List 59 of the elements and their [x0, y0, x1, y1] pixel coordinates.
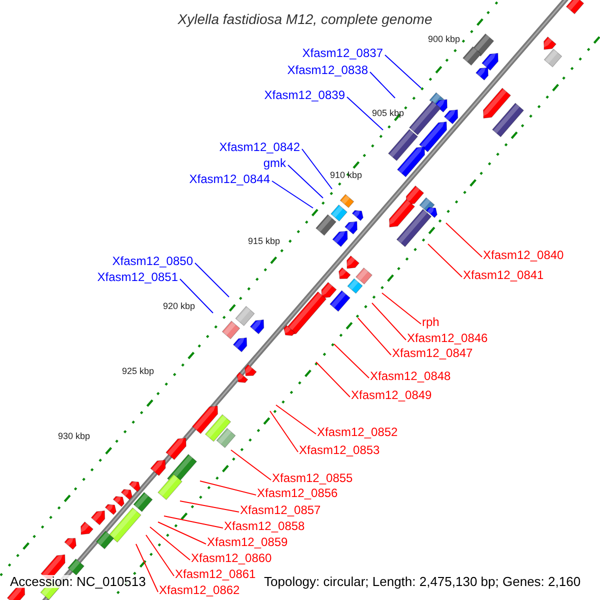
gene-label: Xfasm12_0842: [219, 141, 300, 153]
gene-label: Xfasm12_0840: [483, 249, 564, 261]
scale-label: 905 kbp: [372, 109, 404, 118]
gene-label: Xfasm12_0846: [407, 332, 488, 344]
gene-label: Xfasm12_0850: [112, 255, 193, 267]
gene-label: Xfasm12_0852: [317, 426, 398, 438]
leader-line: [164, 516, 224, 528]
gene-label: Xfasm12_0837: [302, 47, 383, 59]
scale-label: 920 kbp: [163, 302, 196, 311]
leader-line: [200, 480, 256, 496]
scale-label: 925 kbp: [122, 367, 154, 376]
gene-label: Xfasm12_0839: [264, 89, 345, 101]
gene-label: Xfasm12_0847: [392, 347, 473, 359]
gene-label: Xfasm12_0858: [224, 520, 305, 532]
leader-line: [302, 148, 332, 190]
gene-label: Xfasm12_0851: [97, 271, 178, 283]
gene-label: Xfasm12_0859: [207, 536, 288, 548]
gene-label: Xfasm12_0856: [257, 487, 338, 499]
gene-label: Xfasm12_0855: [272, 472, 353, 484]
leader-line: [316, 362, 350, 398]
gene-label: gmk: [263, 157, 286, 169]
scale-label: 915 kbp: [248, 237, 280, 246]
leader-line: [270, 410, 298, 452]
scale-label: 930 kbp: [58, 432, 90, 441]
gene-label: Xfasm12_0849: [351, 389, 432, 401]
leader-line: [150, 526, 190, 560]
leader-line: [446, 222, 482, 258]
info-text: Topology: circular; Length: 2,475,130 bp; Genes: 2,160: [262, 575, 583, 588]
leader-line: [180, 500, 240, 512]
leader-line: [382, 292, 422, 324]
leader-line: [288, 164, 324, 198]
leader-line: [334, 344, 370, 378]
gene-label: Xfasm12_0838: [287, 64, 368, 76]
gene-label: Xfasm12_0848: [370, 370, 451, 382]
leader-line: [194, 262, 230, 298]
scale-label: 910 kbp: [330, 171, 362, 180]
gene-label: Xfasm12_0841: [463, 269, 544, 281]
gene-label: Xfasm12_0857: [240, 504, 321, 516]
leader-line: [158, 522, 206, 544]
leader-line: [372, 302, 406, 340]
gene-label: Xfasm12_0861: [175, 568, 256, 580]
gene-label: Xfasm12_0844: [189, 173, 270, 185]
scale-label: 900 kbp: [428, 35, 460, 44]
gene-label: Xfasm12_0862: [159, 584, 240, 596]
gene-label: rph: [422, 316, 440, 328]
diagram-title: Xylella fastidiosa M12, complete genome: [176, 10, 434, 29]
gene-label: Xfasm12_0853: [299, 444, 380, 456]
leader-line: [358, 318, 392, 356]
leader-line: [180, 278, 214, 314]
leader-line: [370, 72, 396, 98]
leader-line: [136, 544, 158, 592]
leader-line: [272, 180, 314, 208]
leader-line: [230, 450, 272, 480]
leader-line: [428, 244, 462, 278]
leader-line: [346, 96, 384, 130]
gene-label: Xfasm12_0860: [191, 552, 272, 564]
leader-line: [276, 404, 316, 434]
leader-line: [384, 54, 422, 88]
leader-line: [146, 534, 174, 576]
